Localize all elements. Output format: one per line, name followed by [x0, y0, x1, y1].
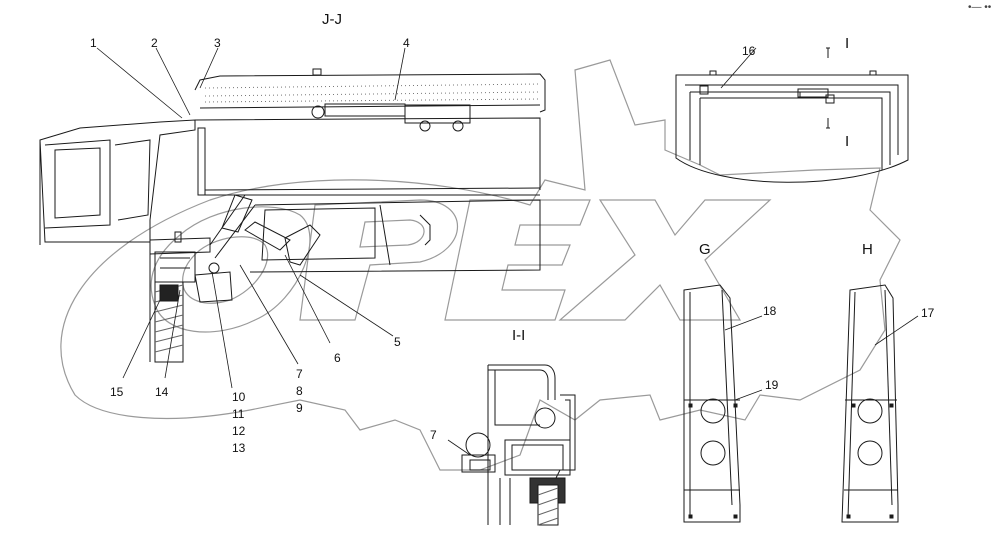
view-title-g: G [699, 241, 711, 258]
section-mark-i-top: I [845, 35, 850, 52]
view-title-h: H [862, 241, 873, 258]
section-mark-i-bottom: I [845, 133, 850, 150]
callout-9: 9 [296, 401, 303, 415]
callout-11: 11 [232, 407, 245, 421]
view-h [841, 284, 919, 523]
corner-mark: •— •• [968, 2, 992, 13]
callout-15: 15 [110, 385, 124, 399]
callout-4: 4 [403, 36, 410, 50]
callout-8: 8 [296, 384, 303, 398]
section-ii [447, 364, 576, 526]
hatched-plate [154, 281, 184, 363]
callout-3: 3 [214, 36, 221, 50]
callout-14: 14 [155, 385, 169, 399]
callout-17: 17 [921, 306, 935, 320]
callout-16: 16 [742, 44, 756, 58]
view-g [683, 284, 763, 523]
callout-7: 7 [296, 367, 303, 381]
callout-2: 2 [151, 36, 158, 50]
hatched-seal [529, 477, 566, 526]
leader-lines-jj [96, 47, 406, 389]
section-jj [39, 68, 546, 363]
callout-1: 1 [90, 36, 97, 50]
top-view-16 [675, 47, 909, 183]
callout-6: 6 [334, 351, 341, 365]
callout-19: 19 [765, 378, 779, 392]
callout-12: 12 [232, 424, 246, 438]
callout-18: 18 [763, 304, 777, 318]
callout-5: 5 [394, 335, 401, 349]
view-title-jj: J-J [322, 11, 342, 28]
callout-7-section-ii: 7 [430, 428, 437, 442]
callout-13: 13 [232, 441, 246, 455]
callout-10: 10 [232, 390, 246, 404]
watermark-logo [60, 59, 901, 471]
view-title-ii: I-I [512, 327, 526, 344]
